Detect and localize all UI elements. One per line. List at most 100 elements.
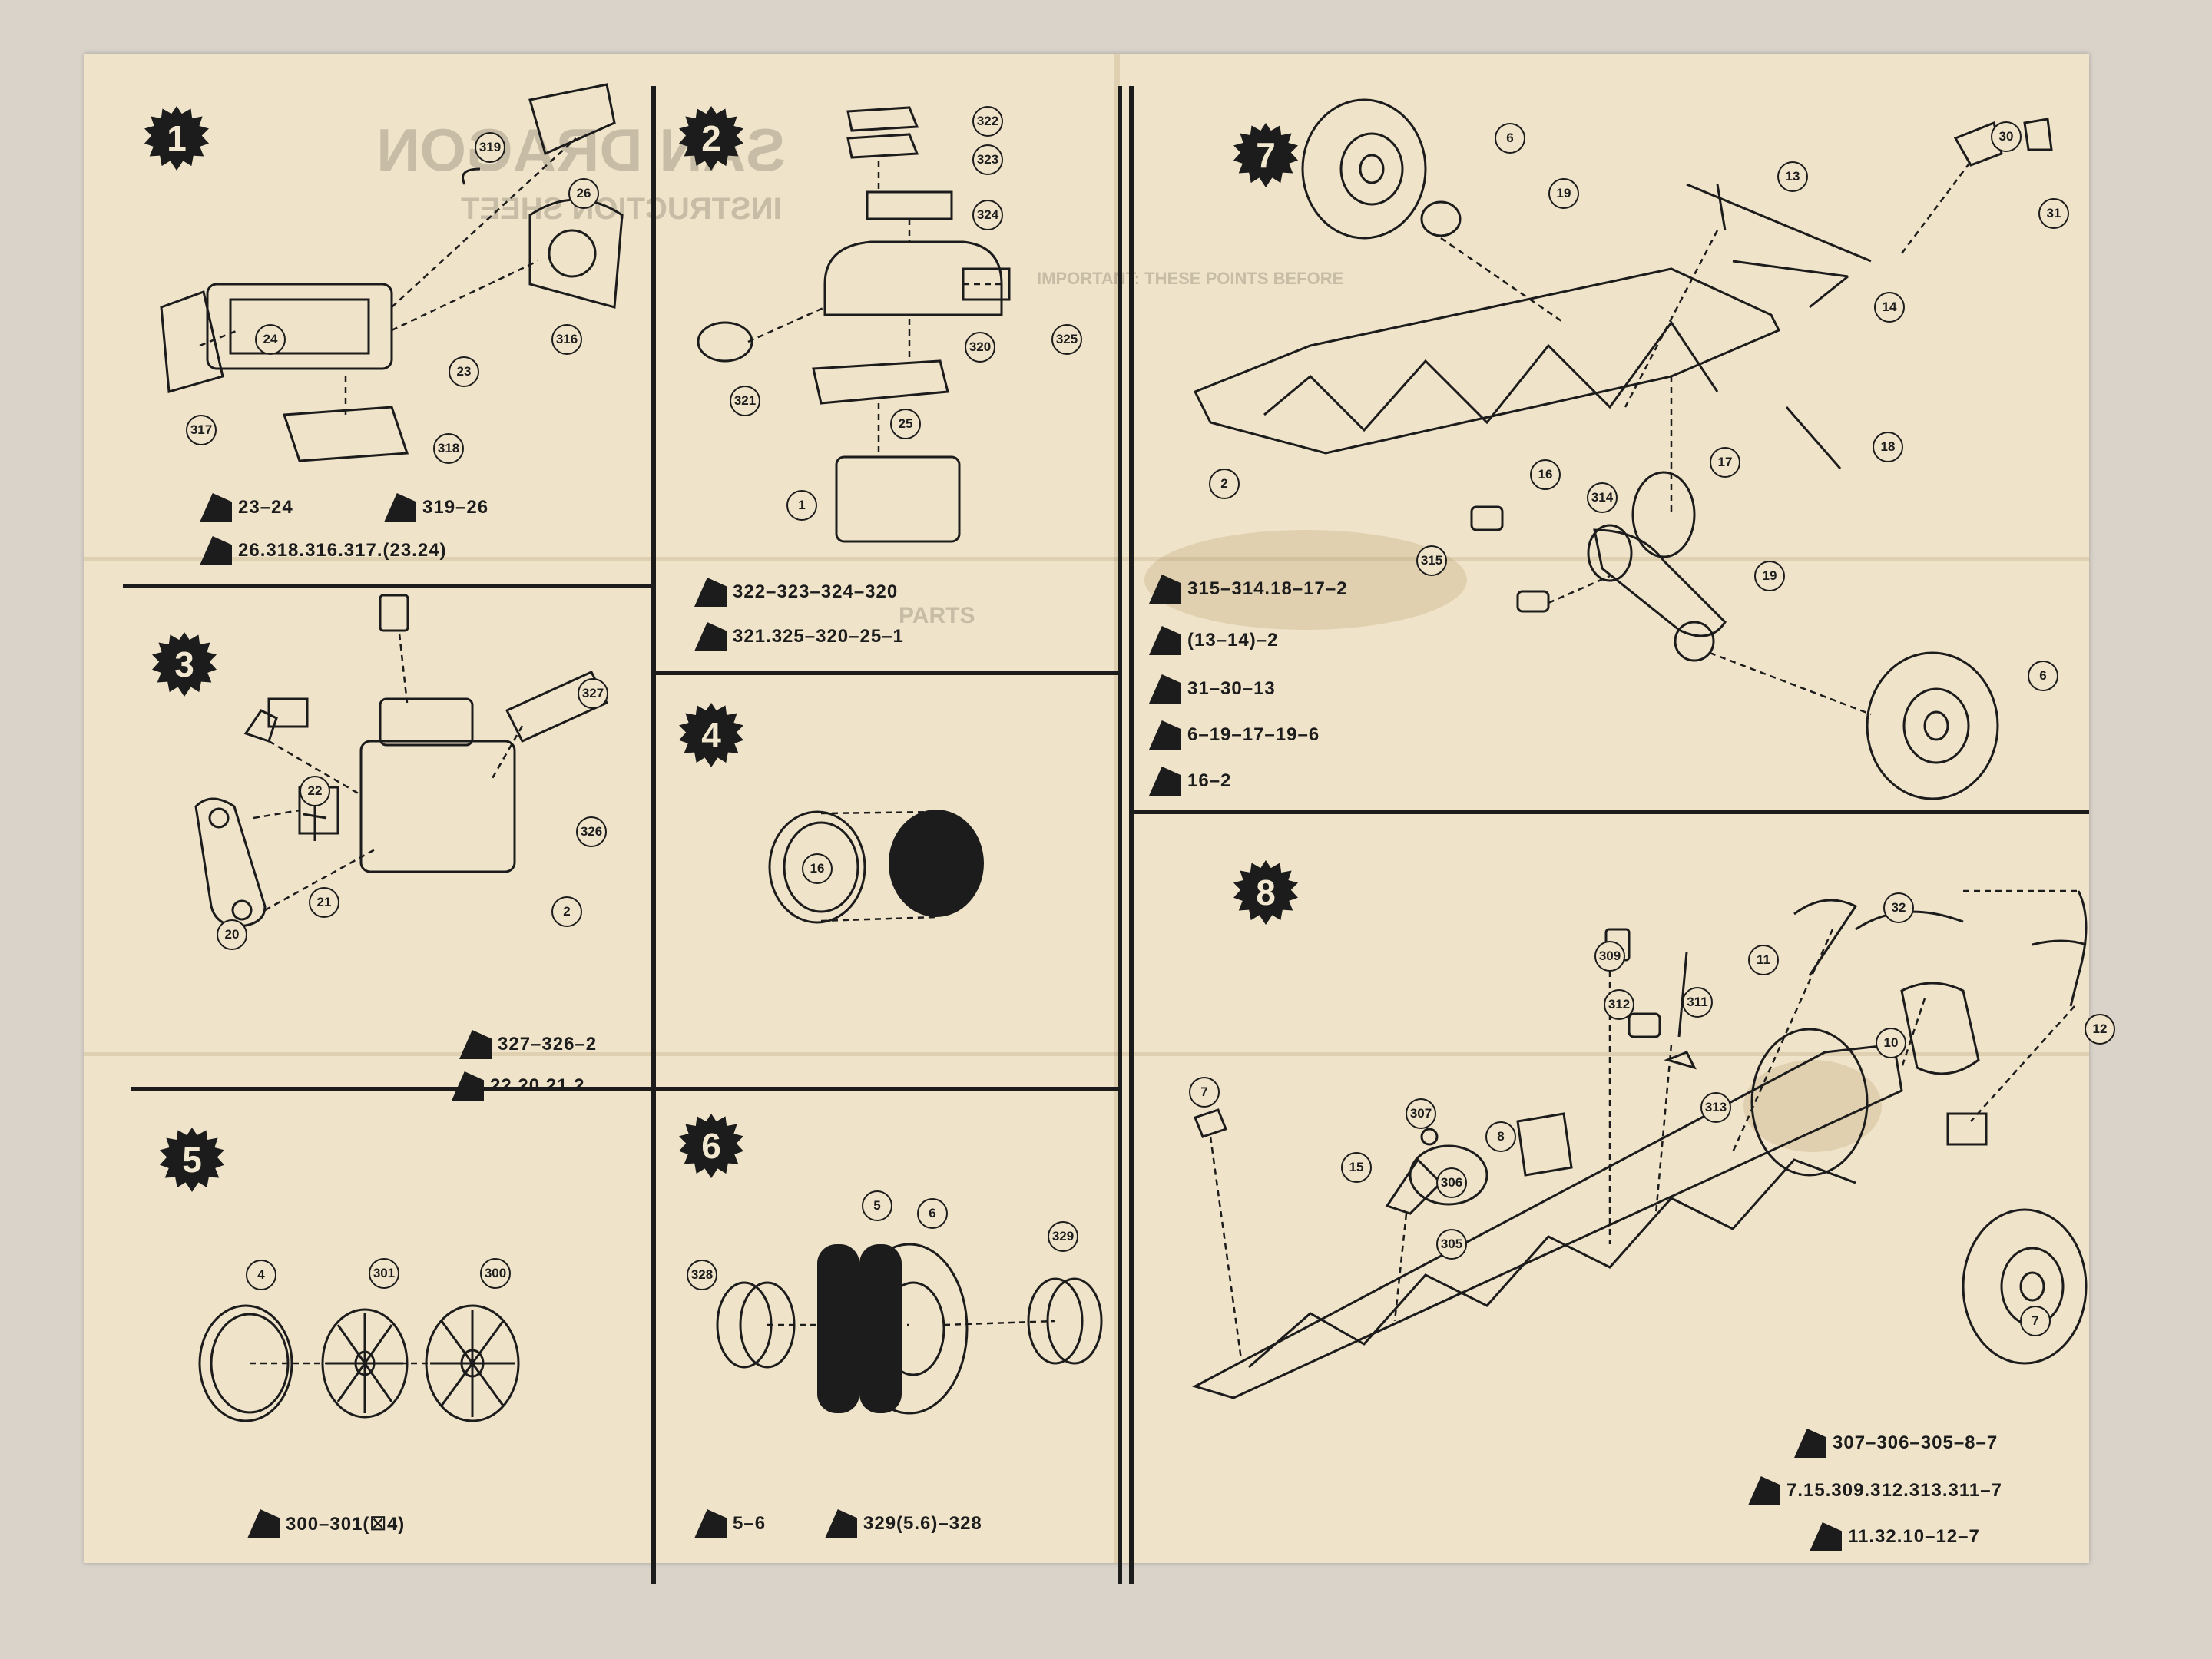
callout-8: 8 bbox=[1485, 1121, 1516, 1152]
step-4-panel: 4 16 bbox=[656, 675, 1117, 1087]
glue-icon bbox=[1748, 1476, 1780, 1505]
sequence-text: 307–306–305–8–7 bbox=[1833, 1432, 1998, 1453]
step-3-diagram bbox=[194, 594, 609, 927]
step-5-diagram bbox=[198, 1304, 520, 1422]
ghost-important: IMPORTANT: THESE POINTS BEFORE bbox=[1037, 269, 1344, 288]
callout-16: 16 bbox=[802, 853, 833, 884]
callout-315: 315 bbox=[1416, 545, 1447, 576]
glue-icon bbox=[1810, 1522, 1842, 1551]
divider bbox=[656, 671, 1118, 675]
sequence-text: 7.15.309.312.313.311–7 bbox=[1786, 1480, 2002, 1501]
sequence-text: 26.318.316.317.(23.24) bbox=[238, 540, 447, 561]
callout-7: 7 bbox=[2020, 1306, 2051, 1336]
step-3-sequence: 22.20.21 2 bbox=[452, 1071, 584, 1101]
callout-24: 24 bbox=[255, 324, 286, 355]
callout-305: 305 bbox=[1436, 1229, 1467, 1260]
callout-309: 309 bbox=[1594, 941, 1625, 972]
callout-6: 6 bbox=[1495, 123, 1525, 154]
step-7-sequence: (13–14)–2 bbox=[1149, 626, 1278, 655]
sequence-text: 6–19–17–19–6 bbox=[1187, 724, 1320, 745]
stain bbox=[1144, 530, 1467, 630]
callout-326: 326 bbox=[576, 816, 607, 847]
callout-323: 323 bbox=[972, 144, 1003, 175]
step-5-sequence: 300–301(☒4) bbox=[247, 1509, 405, 1538]
step-7-sequence: 6–19–17–19–6 bbox=[1149, 720, 1320, 750]
instruction-sheet: SAN DRAGON INSTRUCTION SHEET IMPORTANT: … bbox=[84, 54, 2115, 1584]
glue-icon bbox=[694, 1509, 727, 1538]
step-7-sequence: 16–2 bbox=[1149, 767, 1231, 796]
step-7-sequence: 31–30–13 bbox=[1149, 674, 1276, 704]
glue-icon bbox=[1149, 575, 1181, 604]
callout-18: 18 bbox=[1873, 432, 1903, 462]
divider bbox=[1134, 810, 2089, 814]
sequence-text: (13–14)–2 bbox=[1187, 630, 1279, 651]
callout-19: 19 bbox=[1754, 561, 1785, 591]
step-3-sequence: 327–326–2 bbox=[459, 1030, 597, 1059]
callout-2: 2 bbox=[1209, 469, 1240, 499]
callout-319: 319 bbox=[475, 132, 505, 163]
callout-13: 13 bbox=[1777, 161, 1808, 192]
callout-329: 329 bbox=[1048, 1221, 1078, 1252]
callout-300: 300 bbox=[480, 1258, 511, 1289]
step-2-sequence: 321.325–320–25–1 bbox=[694, 622, 904, 651]
callout-6: 6 bbox=[2028, 661, 2058, 691]
glue-icon bbox=[1149, 626, 1181, 655]
callout-322: 322 bbox=[972, 106, 1003, 137]
callout-311: 311 bbox=[1682, 987, 1713, 1018]
glue-icon bbox=[200, 536, 232, 565]
divider bbox=[651, 86, 656, 1584]
fold-horizontal-lower bbox=[84, 1052, 2089, 1056]
step-3-panel: 3 327 22 326 21 2 20 327–326– bbox=[115, 588, 651, 1087]
callout-23: 23 bbox=[449, 356, 479, 387]
glue-icon bbox=[247, 1509, 280, 1538]
callout-30: 30 bbox=[1991, 121, 2022, 152]
glue-icon bbox=[1149, 720, 1181, 750]
ghost-parts: PARTS bbox=[899, 603, 975, 628]
callout-6: 6 bbox=[917, 1198, 948, 1229]
glue-icon bbox=[1149, 674, 1181, 704]
glue-icon bbox=[459, 1030, 492, 1059]
stain bbox=[1743, 1060, 1882, 1152]
fold-horizontal bbox=[84, 557, 2089, 561]
step-6-sequence: 5–6 bbox=[694, 1509, 766, 1538]
callout-5: 5 bbox=[862, 1190, 892, 1221]
divider bbox=[1129, 86, 1134, 1584]
divider bbox=[123, 584, 653, 588]
callout-15: 15 bbox=[1341, 1152, 1372, 1183]
glue-icon bbox=[1794, 1429, 1826, 1458]
callout-306: 306 bbox=[1436, 1167, 1467, 1198]
glue-icon bbox=[694, 622, 727, 651]
callout-26: 26 bbox=[568, 178, 599, 209]
callout-16: 16 bbox=[1530, 459, 1561, 490]
step-1-sequence: 23–24 bbox=[200, 493, 293, 522]
callout-19: 19 bbox=[1548, 178, 1579, 209]
callout-316: 316 bbox=[551, 324, 582, 355]
callout-14: 14 bbox=[1874, 292, 1905, 323]
step-5-panel: 5 4 301 300 300–301(☒4) bbox=[115, 1091, 651, 1563]
sequence-text: 329(5.6)–328 bbox=[863, 1513, 982, 1534]
step-1-panel: 1 319 26 24 23 316 317 318 23–24 319– bbox=[115, 54, 651, 584]
step-2-sequence: 322–323–324–320 bbox=[694, 578, 898, 607]
callout-20: 20 bbox=[217, 919, 247, 950]
fold-vertical bbox=[1114, 54, 1120, 1563]
callout-21: 21 bbox=[309, 887, 339, 918]
callout-12: 12 bbox=[2085, 1014, 2115, 1045]
callout-7: 7 bbox=[1189, 1077, 1220, 1108]
glue-icon bbox=[384, 493, 416, 522]
sequence-text: 322–323–324–320 bbox=[733, 581, 899, 602]
step-6-diagram bbox=[716, 1243, 1103, 1415]
step-2-panel: 2 322 323 324 320 325 321 25 1 322–323–3… bbox=[656, 54, 1117, 671]
callout-318: 318 bbox=[433, 433, 464, 464]
callout-321: 321 bbox=[730, 386, 760, 416]
glue-icon bbox=[694, 578, 727, 607]
step-8-sequence: 307–306–305–8–7 bbox=[1794, 1429, 1998, 1458]
step-1-diagram bbox=[160, 83, 624, 462]
step-7-sequence: 315–314.18–17–2 bbox=[1149, 575, 1348, 604]
callout-17: 17 bbox=[1710, 447, 1740, 478]
callout-328: 328 bbox=[687, 1260, 717, 1290]
divider bbox=[131, 1087, 1118, 1091]
callout-32: 32 bbox=[1883, 892, 1914, 923]
callout-301: 301 bbox=[369, 1258, 399, 1289]
glue-icon bbox=[825, 1509, 857, 1538]
step-6-sequence: 329(5.6)–328 bbox=[825, 1509, 982, 1538]
